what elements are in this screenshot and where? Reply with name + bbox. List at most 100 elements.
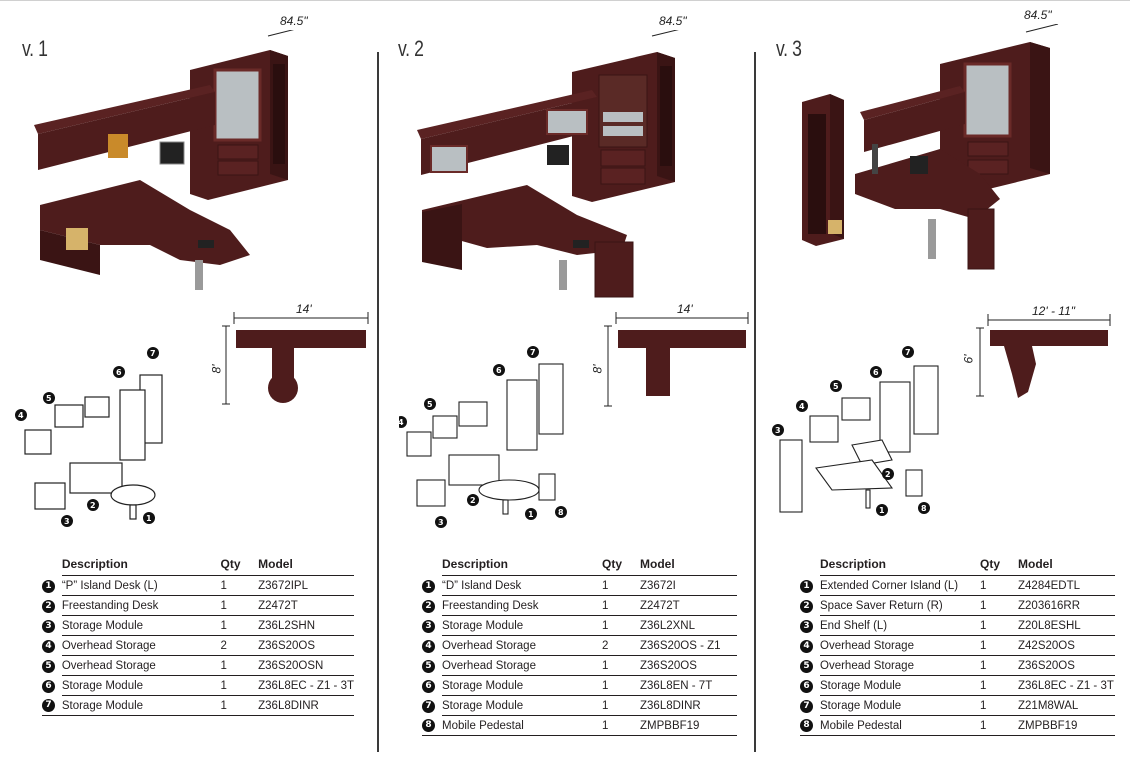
workstation-render — [34, 30, 295, 290]
item-number-badge: 2 — [42, 599, 55, 613]
svg-text:1: 1 — [879, 506, 885, 515]
svg-text:4: 4 — [18, 411, 24, 420]
item-model: ZMPBBF19 — [1018, 715, 1115, 736]
svg-text:7: 7 — [530, 348, 536, 357]
col-model: Model — [640, 557, 675, 571]
parts-table: Description Qty Model 1“P” Island Desk (… — [42, 556, 354, 716]
col-description: Description — [442, 557, 509, 571]
item-description: Extended Corner Island (L) — [820, 575, 980, 596]
height-dimension: 84.5" — [1024, 8, 1052, 22]
item-number-badge: 7 — [42, 699, 55, 713]
svg-text:6: 6 — [116, 368, 122, 377]
item-model: Z2472T — [640, 595, 737, 616]
item-number-badge: 6 — [422, 679, 435, 693]
item-model: Z4284EDTL — [1018, 575, 1115, 596]
item-number-badge: 3 — [422, 619, 435, 633]
svg-text:2: 2 — [885, 470, 891, 479]
item-description: Freestanding Desk — [61, 595, 221, 616]
variant-label: v. 3 — [776, 36, 802, 61]
item-number-badge: 5 — [42, 659, 55, 673]
svg-text:5: 5 — [833, 382, 839, 391]
item-qty: 1 — [980, 575, 1018, 596]
col-qty: Qty — [220, 557, 241, 571]
item-number-badge: 5 — [422, 659, 435, 673]
item-model: Z36L8EC - Z1 - 3T — [258, 675, 354, 696]
item-model: Z2472T — [258, 595, 354, 616]
variant-column-2: v. 2 84.5" 14' 8' — [379, 0, 754, 761]
item-description: Storage Module — [442, 675, 602, 696]
col-model: Model — [258, 557, 293, 571]
variant-column-3: v. 3 84.5" 12' - 11" 6' — [756, 0, 1130, 761]
item-number-badge: 1 — [422, 579, 435, 593]
item-number-badge: 7 — [800, 699, 813, 713]
variant-column-1: v. 1 84.5" 14' 8' — [0, 0, 377, 761]
svg-text:7: 7 — [905, 348, 911, 357]
item-number-badge: 3 — [42, 619, 55, 633]
svg-text:5: 5 — [427, 400, 433, 409]
item-description: Storage Module — [820, 675, 980, 696]
svg-text:8: 8 — [558, 508, 564, 517]
item-qty: 1 — [220, 655, 259, 676]
item-description: Overhead Storage — [820, 635, 980, 656]
svg-text:4: 4 — [399, 418, 404, 427]
item-description: Overhead Storage — [442, 655, 602, 676]
item-number-badge: 1 — [800, 579, 813, 593]
item-description: Storage Module — [61, 675, 221, 696]
item-description: Storage Module — [820, 695, 980, 716]
item-description: Mobile Pedestal — [820, 715, 980, 736]
item-model: Z36S20OS — [640, 655, 737, 676]
svg-text:5: 5 — [46, 394, 52, 403]
item-model: Z36L8EC - Z1 - 3T — [1018, 675, 1115, 696]
item-qty: 1 — [602, 715, 640, 736]
floor-plan — [222, 312, 369, 405]
floor-plan — [976, 314, 1111, 398]
item-qty: 1 — [980, 635, 1018, 656]
variant-label: v. 2 — [398, 36, 424, 61]
item-model: Z36L8DINR — [258, 695, 354, 716]
item-number-badge: 4 — [422, 639, 435, 653]
item-qty: 1 — [602, 695, 640, 716]
item-description: Overhead Storage — [442, 635, 602, 656]
exploded-diagram: 7 6 5 4 2 3 1 8 — [399, 346, 567, 528]
svg-text:1: 1 — [146, 514, 152, 523]
floor-plan — [604, 312, 749, 407]
item-qty: 1 — [220, 695, 259, 716]
item-number-badge: 2 — [422, 599, 435, 613]
height-dimension: 84.5" — [659, 14, 687, 28]
item-qty: 1 — [980, 695, 1018, 716]
svg-text:3: 3 — [775, 426, 781, 435]
col-description: Description — [820, 557, 887, 571]
variant-label: v. 1 — [22, 36, 48, 61]
table-header: Description Qty Model — [800, 556, 1115, 576]
exploded-diagram: 7 6 5 4 2 3 1 — [15, 347, 163, 527]
item-model: ZMPBBF19 — [640, 715, 737, 736]
col-qty: Qty — [602, 557, 623, 571]
item-number-badge: 4 — [800, 639, 813, 653]
col-description: Description — [61, 557, 128, 571]
svg-text:3: 3 — [64, 517, 70, 526]
item-model: Z36L2SHN — [258, 615, 354, 636]
item-qty: 1 — [220, 575, 259, 596]
item-qty: 1 — [602, 615, 640, 636]
item-number-badge: 2 — [800, 599, 813, 613]
item-description: “D” Island Desk — [442, 575, 602, 596]
svg-text:8: 8 — [921, 504, 927, 513]
item-qty: 1 — [602, 595, 640, 616]
item-qty: 1 — [602, 655, 640, 676]
